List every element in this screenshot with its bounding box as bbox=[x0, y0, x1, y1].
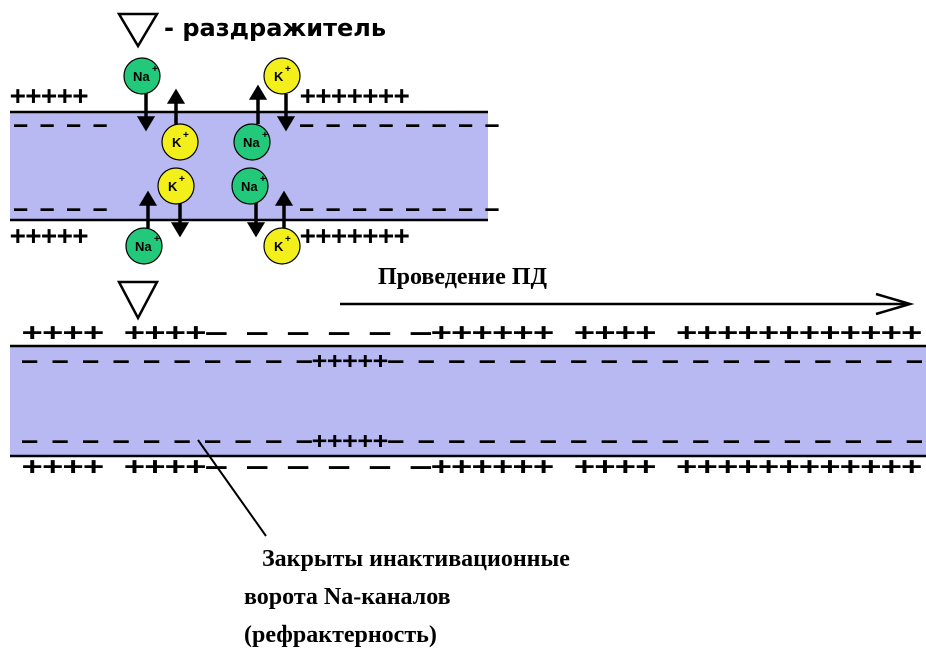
ion-k-bottom-outer: K+ bbox=[263, 227, 301, 265]
bottom-inner-bottom-charges: – – – – – – – – – –+++++– – – – – – – – … bbox=[22, 429, 923, 454]
stimulus-legend: - раздражитель bbox=[164, 14, 386, 42]
annotation-pointer-line bbox=[197, 439, 267, 537]
svg-text:Na: Na bbox=[133, 69, 150, 84]
bottom-outer-top-charges: ++++ ++++– – – – – –++++++ ++++ ++++++++… bbox=[22, 318, 922, 346]
conduction-label: Проведение ПД bbox=[378, 264, 547, 290]
ion-k-bottom-inner: K+ bbox=[157, 167, 195, 205]
svg-text:K: K bbox=[274, 69, 284, 84]
stimulus-triangle-icon bbox=[116, 12, 160, 49]
svg-text:+: + bbox=[179, 174, 185, 185]
svg-text:+: + bbox=[183, 130, 189, 141]
top-inner-top-left-charges: – – – – bbox=[14, 113, 107, 138]
top-outer-top-left-charges: +++++ bbox=[10, 81, 88, 111]
annotation-line-2: ворота Na-каналов bbox=[244, 584, 451, 610]
ion-na-top-outer: Na+ bbox=[123, 57, 161, 95]
ion-na-bottom-outer: Na+ bbox=[125, 227, 163, 265]
top-inner-bottom-left-charges: – – – – bbox=[14, 197, 107, 222]
annotation-line-3: (рефрактерность) bbox=[244, 622, 437, 648]
bottom-fiber: ++++ ++++– – – – – –++++++ ++++ ++++++++… bbox=[10, 318, 926, 480]
top-outer-top-right-charges: +++++++ bbox=[300, 81, 410, 111]
stimulus-triangle-icon-lower bbox=[116, 280, 160, 321]
svg-text:+: + bbox=[154, 234, 160, 245]
svg-text:+: + bbox=[262, 130, 268, 141]
svg-text:+: + bbox=[285, 234, 291, 245]
ion-flux-arrows bbox=[136, 84, 296, 238]
svg-text:+: + bbox=[152, 64, 158, 75]
bottom-axoplasm bbox=[10, 346, 926, 456]
svg-text:Na: Na bbox=[135, 239, 152, 254]
svg-text:+: + bbox=[260, 174, 266, 185]
top-inner-top-right-charges: – – – – – – – – bbox=[300, 113, 499, 138]
ion-k-top-outer: K+ bbox=[263, 57, 301, 95]
bottom-inner-top-charges: – – – – – – – – – –+++++– – – – – – – – … bbox=[22, 349, 923, 374]
top-outer-bottom-right-charges: +++++++ bbox=[300, 221, 410, 251]
ion-k-top-inner: K+ bbox=[161, 123, 199, 161]
bottom-outer-bottom-charges: ++++ ++++– – – – – –++++++ ++++ ++++++++… bbox=[22, 452, 922, 480]
svg-text:K: K bbox=[168, 179, 178, 194]
svg-text:K: K bbox=[172, 135, 182, 150]
annotation-line-1: Закрыты инактивационные bbox=[262, 546, 570, 572]
top-inner-bottom-right-charges: – – – – – – – – bbox=[300, 197, 499, 222]
conduction-arrow-icon bbox=[340, 292, 915, 316]
ion-na-bottom-inner: Na+ bbox=[231, 167, 269, 205]
top-outer-bottom-left-charges: +++++ bbox=[10, 221, 88, 251]
ion-na-top-inner: Na+ bbox=[233, 123, 271, 161]
svg-text:K: K bbox=[274, 239, 284, 254]
svg-text:Na: Na bbox=[241, 179, 258, 194]
svg-text:Na: Na bbox=[243, 135, 260, 150]
svg-text:+: + bbox=[285, 64, 291, 75]
